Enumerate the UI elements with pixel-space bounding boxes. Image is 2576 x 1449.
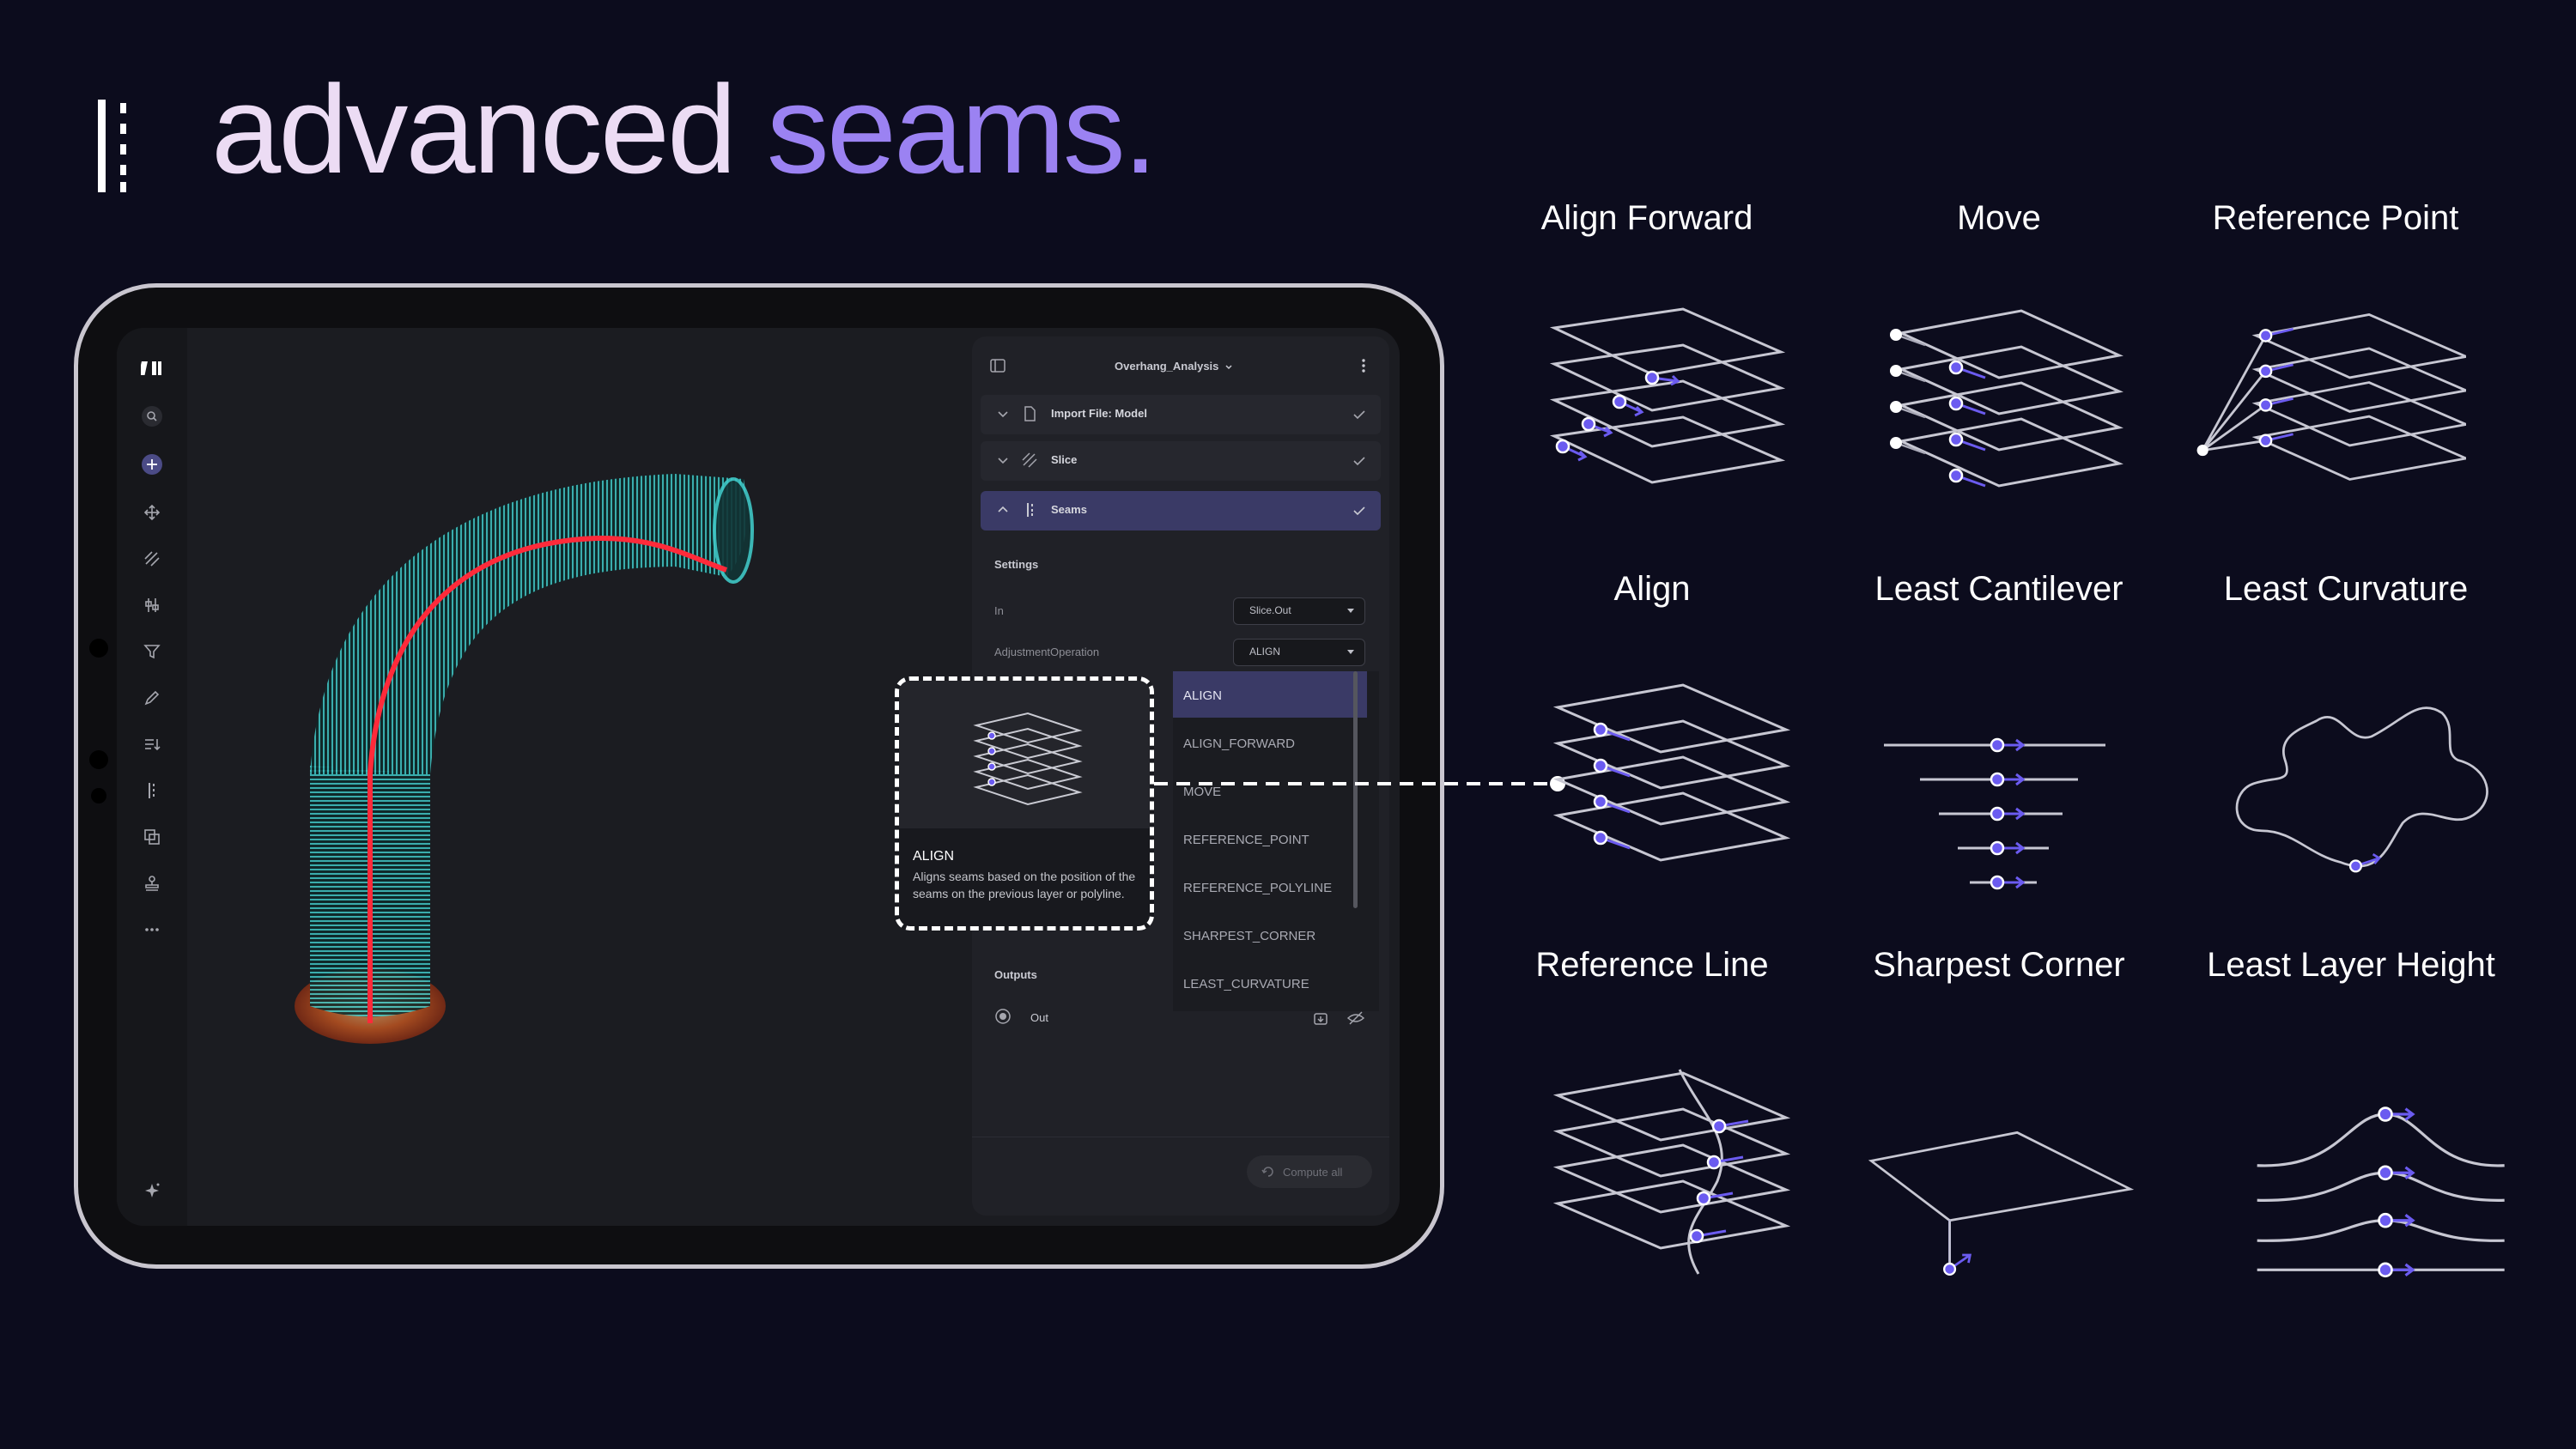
check-icon	[1353, 457, 1365, 466]
option-least-curvature[interactable]: LEAST_CURVATURE	[1183, 977, 1309, 991]
pen-icon[interactable]	[136, 682, 168, 714]
chevron-down-icon[interactable]	[994, 452, 1012, 469]
sparkle-icon[interactable]	[136, 1174, 168, 1207]
tooltip-description: Aligns seams based on the position of th…	[913, 870, 1136, 900]
more-icon[interactable]	[136, 913, 168, 946]
adjustment-operation-label: AdjustmentOperation	[994, 646, 1100, 658]
adjustment-operation-value: ALIGN	[1249, 646, 1281, 658]
caption-reference-point: Reference Point	[2212, 199, 2459, 237]
layers-icon[interactable]	[136, 821, 168, 853]
adjustment-operation-select[interactable]: ALIGN	[1233, 639, 1365, 666]
add-icon[interactable]	[136, 448, 168, 481]
title-part-2: seams.	[766, 59, 1158, 199]
option-reference-polyline[interactable]: REFERENCE_POLYLINE	[1183, 881, 1333, 895]
align-forward-illustration	[1549, 307, 1786, 484]
chevron-down-icon	[1347, 650, 1354, 654]
chevron-down-icon[interactable]	[994, 405, 1012, 422]
caption-least-layer-height: Least Layer Height	[2207, 946, 2495, 984]
option-align-forward[interactable]: ALIGN_FORWARD	[1183, 737, 1296, 751]
chevron-down-icon[interactable]	[1224, 362, 1233, 371]
list-sort-icon[interactable]	[136, 728, 168, 761]
chevron-up-icon[interactable]	[994, 501, 1012, 518]
in-select[interactable]: Slice.Out	[1233, 597, 1365, 625]
search-icon[interactable]	[136, 400, 168, 433]
file-icon	[1024, 406, 1036, 421]
brand-logo	[98, 100, 126, 192]
caption-reference-line: Reference Line	[1535, 946, 1769, 984]
tube-model	[295, 474, 754, 1044]
move-illustration	[1890, 309, 2123, 488]
align-illustration	[1552, 683, 1791, 862]
radio-output-icon[interactable]	[994, 1008, 1012, 1025]
move-icon[interactable]	[136, 496, 168, 529]
kebab-menu-icon[interactable]	[1357, 357, 1370, 374]
align-preview-icon	[973, 712, 1083, 806]
caption-move: Move	[1957, 199, 2041, 237]
in-value: Slice.Out	[1249, 604, 1291, 616]
chevron-down-icon	[1347, 609, 1354, 613]
visibility-off-icon[interactable]	[1346, 1009, 1365, 1027]
reference-line-illustration	[1552, 1069, 1791, 1275]
outputs-label: Outputs	[994, 968, 1037, 981]
option-reference-point[interactable]: REFERENCE_POINT	[1183, 833, 1309, 847]
option-sharpest-corner[interactable]: SHARPEST_CORNER	[1183, 929, 1316, 943]
option-align[interactable]: ALIGN	[1173, 671, 1367, 718]
step-seams[interactable]: Seams	[981, 491, 1381, 530]
tablet-camera	[89, 639, 108, 658]
stamp-icon[interactable]	[136, 867, 168, 900]
operation-dropdown: ALIGN ALIGN_FORWARD MOVE REFERENCE_POINT…	[1173, 671, 1379, 1011]
caption-least-curvature: Least Curvature	[2223, 570, 2469, 608]
seam-line	[368, 535, 727, 1023]
step-slice[interactable]: Slice	[981, 441, 1381, 481]
option-move[interactable]: MOVE	[1183, 785, 1222, 799]
step-import-file[interactable]: Import File: Model	[981, 395, 1381, 434]
reference-point-illustration	[2196, 313, 2466, 481]
caption-sharpest-corner: Sharpest Corner	[1873, 946, 2125, 984]
settings-label: Settings	[994, 558, 1039, 571]
tablet-sensor	[89, 750, 108, 769]
align-tooltip: ALIGN Aligns seams based on the position…	[895, 676, 1154, 931]
sidebar-toggle-icon[interactable]	[989, 357, 1006, 374]
app-screen: Overhang_Analysis Import File: Model Sli…	[117, 328, 1400, 1226]
callout-connector	[1154, 776, 1565, 791]
compute-all-label: Compute all	[1283, 1166, 1343, 1179]
least-cantilever-illustration	[1884, 737, 2105, 890]
refresh-icon	[1261, 1167, 1273, 1177]
in-label: In	[994, 604, 1004, 617]
page-title: advanced seams.	[211, 67, 1157, 192]
caption-align: Align	[1613, 570, 1691, 608]
least-curvature-illustration	[2235, 706, 2488, 873]
project-name[interactable]: Overhang_Analysis	[1115, 360, 1219, 373]
step-label: Import File: Model	[1051, 407, 1147, 420]
step-label: Slice	[1051, 453, 1078, 466]
title-part-1: advanced	[211, 59, 767, 199]
3d-viewport[interactable]	[194, 328, 1078, 1226]
tool-sidebar	[117, 328, 187, 1226]
caption-align-forward: Align Forward	[1540, 199, 1753, 237]
least-layer-height-illustration	[2257, 1106, 2505, 1278]
seams-icon[interactable]	[136, 774, 168, 807]
slice-icon	[1022, 452, 1037, 468]
step-label: Seams	[1051, 503, 1087, 516]
tablet-sensor	[91, 788, 106, 803]
tooltip-preview	[899, 681, 1150, 828]
compute-all-button[interactable]: Compute all	[1247, 1155, 1372, 1188]
logo-icon[interactable]	[136, 352, 168, 385]
download-icon[interactable]	[1312, 1009, 1329, 1027]
adjust-icon[interactable]	[136, 589, 168, 621]
check-icon	[1353, 410, 1365, 420]
check-icon	[1353, 506, 1365, 516]
out-label: Out	[1030, 1011, 1048, 1024]
sharpest-corner-illustration	[1868, 1131, 2135, 1276]
caption-least-cantilever: Least Cantilever	[1874, 570, 2123, 608]
dropdown-scrollbar[interactable]	[1353, 671, 1358, 908]
tooltip-title: ALIGN	[913, 849, 955, 864]
filter-icon[interactable]	[136, 635, 168, 668]
slice-icon[interactable]	[136, 543, 168, 575]
seams-icon	[1027, 503, 1033, 517]
